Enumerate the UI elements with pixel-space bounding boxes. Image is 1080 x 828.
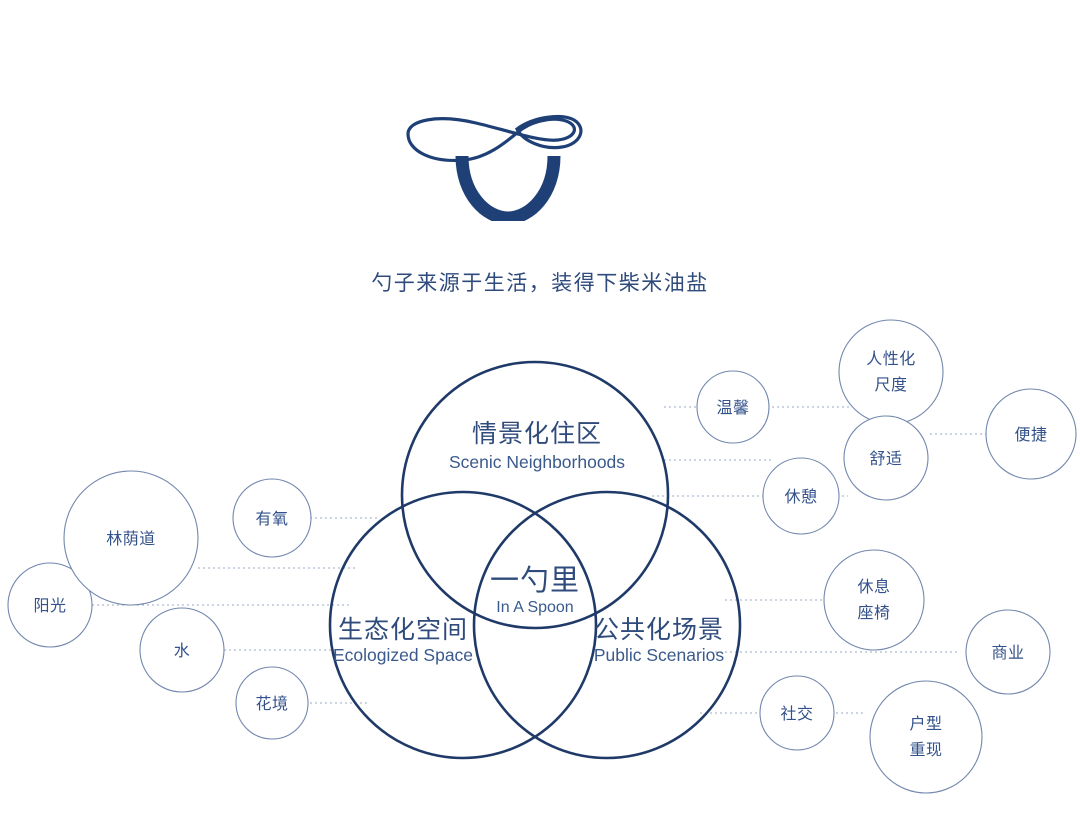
satellite-commerce[interactable]	[965, 609, 1051, 695]
venn-circle-scenic[interactable]	[400, 360, 670, 630]
venn-center-label-cn: 一勺里	[490, 563, 580, 597]
satellite-label-commerce: 商业	[991, 643, 1024, 662]
satellite-label-human-scale-1: 人性化	[866, 349, 916, 368]
satellite-circles	[7, 319, 1077, 794]
satellite-label-convenient: 便捷	[1014, 425, 1047, 444]
satellite-label-water: 水	[174, 641, 191, 660]
satellite-boulevard[interactable]	[63, 470, 199, 606]
venn-label-public-en: Public Scenarios	[594, 645, 725, 665]
satellite-label-aerobic: 有氧	[255, 509, 288, 528]
satellite-label-flower: 花境	[255, 694, 288, 713]
venn-label-scenic-cn: 情景化住区	[472, 419, 602, 448]
spoon-bowl-logo-icon	[406, 115, 583, 225]
satellite-label-comfort: 舒适	[869, 449, 902, 468]
satellite-layout[interactable]	[869, 680, 983, 794]
brand-logo	[390, 96, 620, 225]
connector-lines	[92, 406, 986, 714]
satellite-rest[interactable]	[762, 457, 840, 535]
venn-diagram: 情景化住区 Scenic Neighborhoods 生态化空间 Ecologi…	[7, 319, 1077, 794]
tagline: 勺子来源于生活，装得下柴米油盐	[371, 271, 709, 295]
satellite-social[interactable]	[759, 675, 835, 751]
venn-label-scenic-en: Scenic Neighborhoods	[449, 452, 625, 472]
venn-center-label-en: In A Spoon	[496, 599, 573, 616]
satellite-label-seating-2: 座椅	[857, 603, 890, 622]
satellite-label-layout-1: 户型	[909, 714, 942, 733]
satellite-warm[interactable]	[696, 370, 770, 444]
satellite-sunlight[interactable]	[7, 562, 93, 648]
satellite-convenient[interactable]	[985, 388, 1077, 480]
venn-circle-ecologized[interactable]	[328, 490, 598, 760]
satellite-label-warm: 温馨	[716, 398, 749, 417]
satellite-label-sunlight: 阳光	[33, 596, 66, 615]
satellite-aerobic[interactable]	[232, 478, 312, 558]
satellite-human-scale[interactable]	[838, 319, 944, 425]
venn-label-ecologized-en: Ecologized Space	[333, 645, 473, 665]
venn-labels: 情景化住区 Scenic Neighborhoods 生态化空间 Ecologi…	[333, 419, 724, 665]
satellite-water[interactable]	[139, 607, 225, 693]
venn-circle-public[interactable]	[472, 490, 742, 760]
satellite-label-human-scale-2: 尺度	[874, 375, 907, 394]
venn-circles	[328, 360, 742, 760]
satellite-label-seating-1: 休息	[857, 577, 890, 596]
satellite-labels: 阳光 林荫道 有氧 水 花境 温馨 人性化 尺度 舒适 休憩 便捷 休息 座椅 …	[33, 349, 1047, 759]
satellite-label-social: 社交	[780, 704, 813, 723]
satellite-seating[interactable]	[823, 549, 925, 651]
venn-label-public-cn: 公共化场景	[594, 615, 724, 644]
satellite-flower[interactable]	[235, 666, 309, 740]
satellite-label-layout-2: 重现	[909, 740, 942, 759]
venn-label-ecologized-cn: 生态化空间	[338, 615, 468, 644]
satellite-comfort[interactable]	[843, 415, 929, 501]
satellite-label-rest: 休憩	[784, 487, 817, 506]
satellite-label-boulevard: 林荫道	[106, 529, 156, 548]
